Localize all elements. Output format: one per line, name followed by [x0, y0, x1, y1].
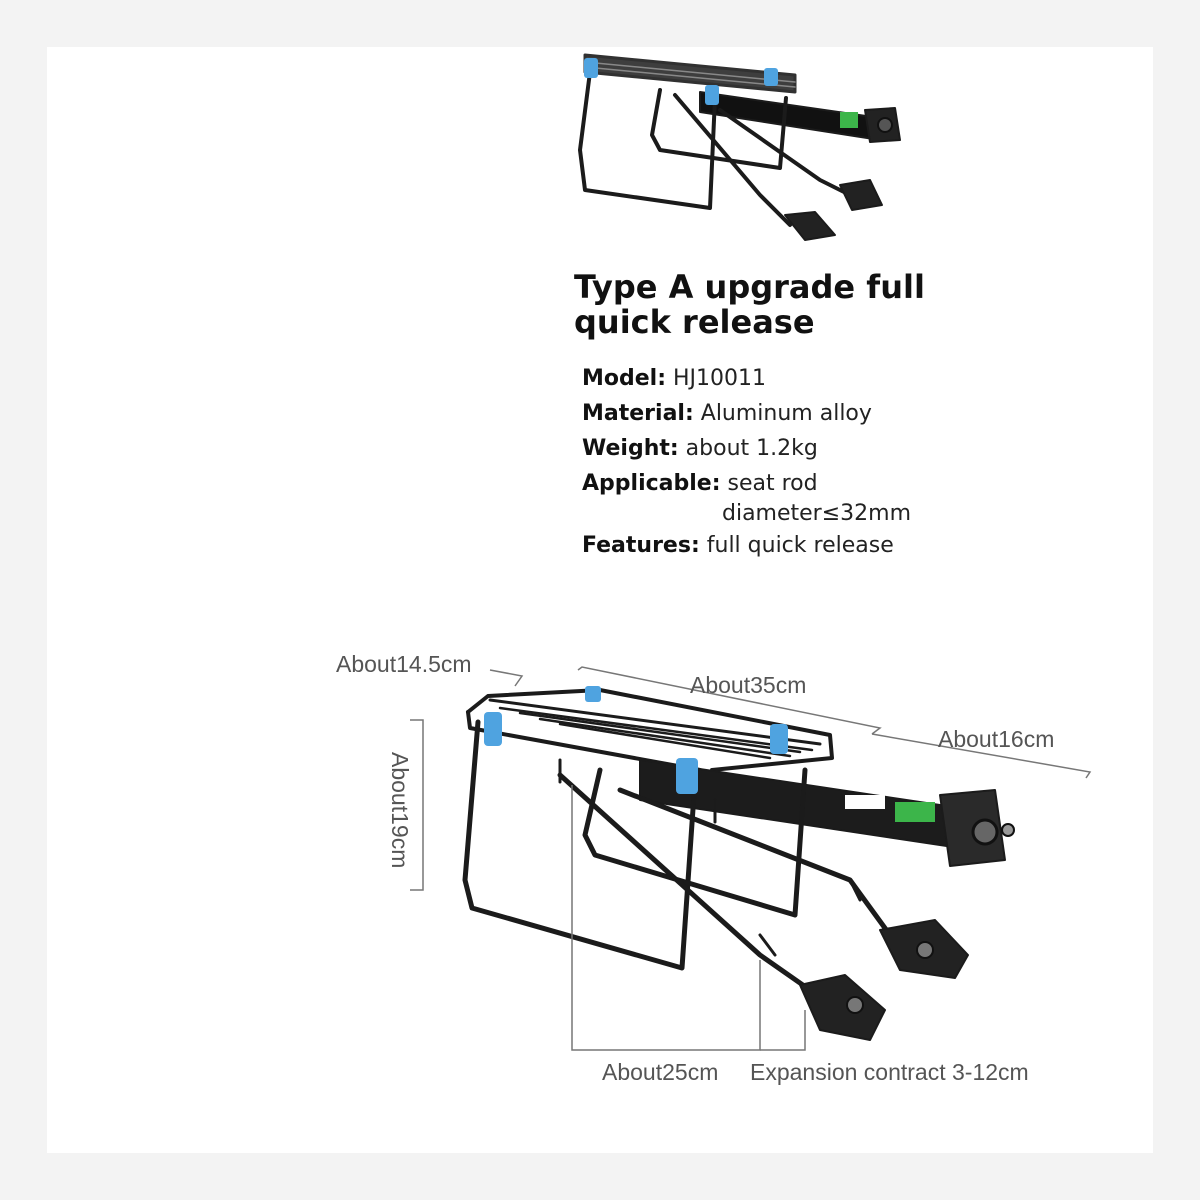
spec-weight: Weight: about 1.2kg: [582, 434, 818, 464]
spec-material: Material: Aluminum alloy: [582, 399, 872, 429]
product-title: Type A upgrade full quick release: [574, 268, 925, 341]
spec-label: Applicable:: [582, 471, 721, 496]
dimension-extension-label: About16cm: [938, 726, 1055, 752]
dimension-expansion-label: Expansion contract 3-12cm: [750, 1059, 1029, 1085]
dimension-width-label: About14.5cm: [336, 651, 472, 677]
spec-value: full quick release: [706, 533, 894, 558]
spec-label: Features:: [582, 533, 700, 558]
spec-value: Aluminum alloy: [700, 401, 872, 426]
rack-image-large: [462, 686, 1015, 1041]
spec-label: Model:: [582, 366, 667, 391]
spec-model: Model: HJ10011: [582, 364, 766, 394]
spec-applicable: Applicable: seat rod diameter≤32mm: [582, 469, 911, 526]
spec-features: Features: full quick release: [582, 531, 894, 561]
spec-label: Weight:: [582, 436, 679, 461]
spec-label: Material:: [582, 401, 694, 426]
spec-value: seat rod: [727, 471, 818, 496]
rack-image-small: [578, 53, 901, 241]
spec-value: about 1.2kg: [685, 436, 818, 461]
product-card: [47, 47, 1153, 1153]
dimension-length-label: About35cm: [690, 672, 807, 698]
spec-value-continuation: diameter≤32mm: [722, 501, 912, 526]
dimension-depth-label: About25cm: [602, 1059, 719, 1085]
dimension-lines: [410, 666, 1092, 1051]
spec-value: HJ10011: [673, 366, 767, 391]
dimension-height-label: About19cm: [387, 752, 413, 869]
